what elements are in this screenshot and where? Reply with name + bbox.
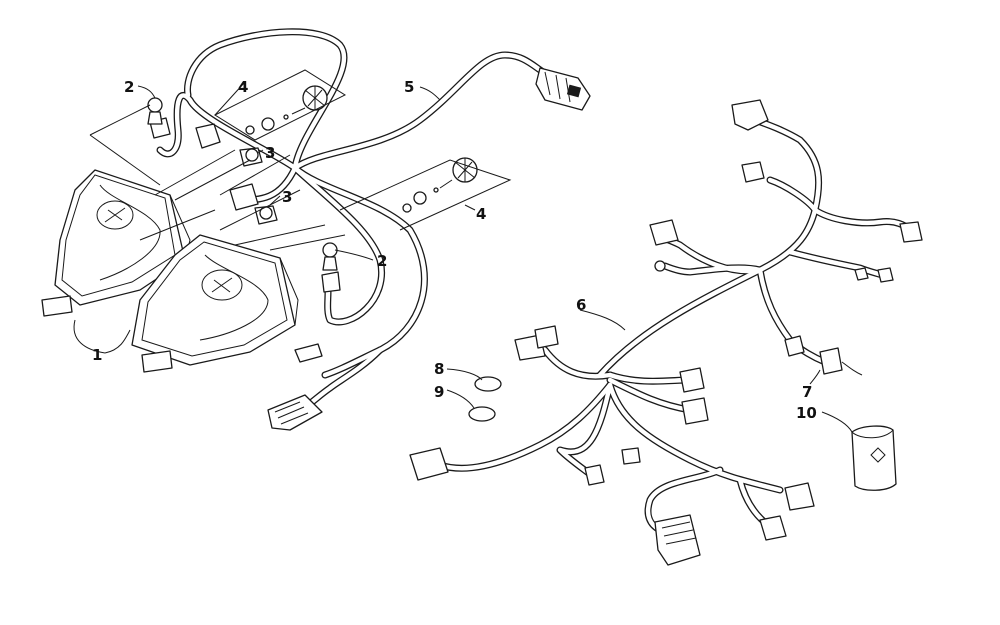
harness-connector-lower — [267, 343, 323, 431]
callout-9: 9 — [434, 383, 444, 401]
callout-3b: 3 — [282, 188, 292, 206]
connector-mid-2 — [681, 397, 709, 425]
callout-6: 6 — [576, 296, 586, 314]
connector-bottom-left — [409, 447, 449, 481]
bulb-socket-lower — [322, 242, 338, 271]
headlight-left — [41, 169, 191, 317]
ring-terminal — [654, 260, 666, 272]
harness-connector-5 — [535, 67, 591, 111]
exploded-view-lines — [89, 69, 512, 251]
adjuster-kit-upper — [245, 85, 328, 135]
connector-ecu — [654, 514, 701, 566]
retaining-ring-9 — [468, 406, 496, 422]
callout-2a: 2 — [124, 78, 134, 96]
connector-small-top — [741, 161, 765, 183]
main-wiring-harness — [409, 99, 923, 566]
connector-left-1 — [649, 219, 679, 246]
callout-8: 8 — [434, 360, 444, 378]
headlight-bulb-upper — [239, 147, 263, 167]
callout-10: 10 — [796, 404, 817, 422]
headlight-right — [131, 234, 299, 373]
connector-top — [731, 99, 769, 131]
terminal-1 — [854, 267, 869, 281]
leader-lines — [73, 81, 853, 433]
connector-bottom-right-2 — [759, 515, 787, 541]
callout-1: 1 — [92, 346, 102, 364]
terminal-2 — [877, 267, 894, 283]
callout-4b: 4 — [476, 205, 486, 223]
connector-bottom-mid — [584, 464, 605, 486]
callout-5: 5 — [404, 78, 414, 96]
connector-mid-right — [784, 335, 805, 357]
bulb-socket-upper — [147, 97, 163, 125]
bulb-plug-upper — [149, 117, 341, 293]
callout-2b: 2 — [377, 252, 387, 270]
adjuster-kit-lower — [402, 157, 478, 213]
connector-mid-1 — [679, 367, 705, 393]
connector-plug-7 — [819, 347, 863, 376]
connector-bottom-right-1 — [784, 482, 815, 511]
headlight-wiring-harness — [149, 28, 591, 431]
headlight-bulb-lower — [254, 205, 278, 225]
retaining-ring-8 — [474, 376, 502, 392]
connector-left-3 — [534, 325, 559, 349]
callout-3a: 3 — [265, 144, 275, 162]
terminal-bottom-1 — [621, 447, 641, 465]
protective-sleeve-10 — [851, 425, 897, 491]
callout-7: 7 — [802, 383, 812, 401]
connector-right-1 — [899, 221, 923, 243]
callout-4a: 4 — [238, 78, 248, 96]
